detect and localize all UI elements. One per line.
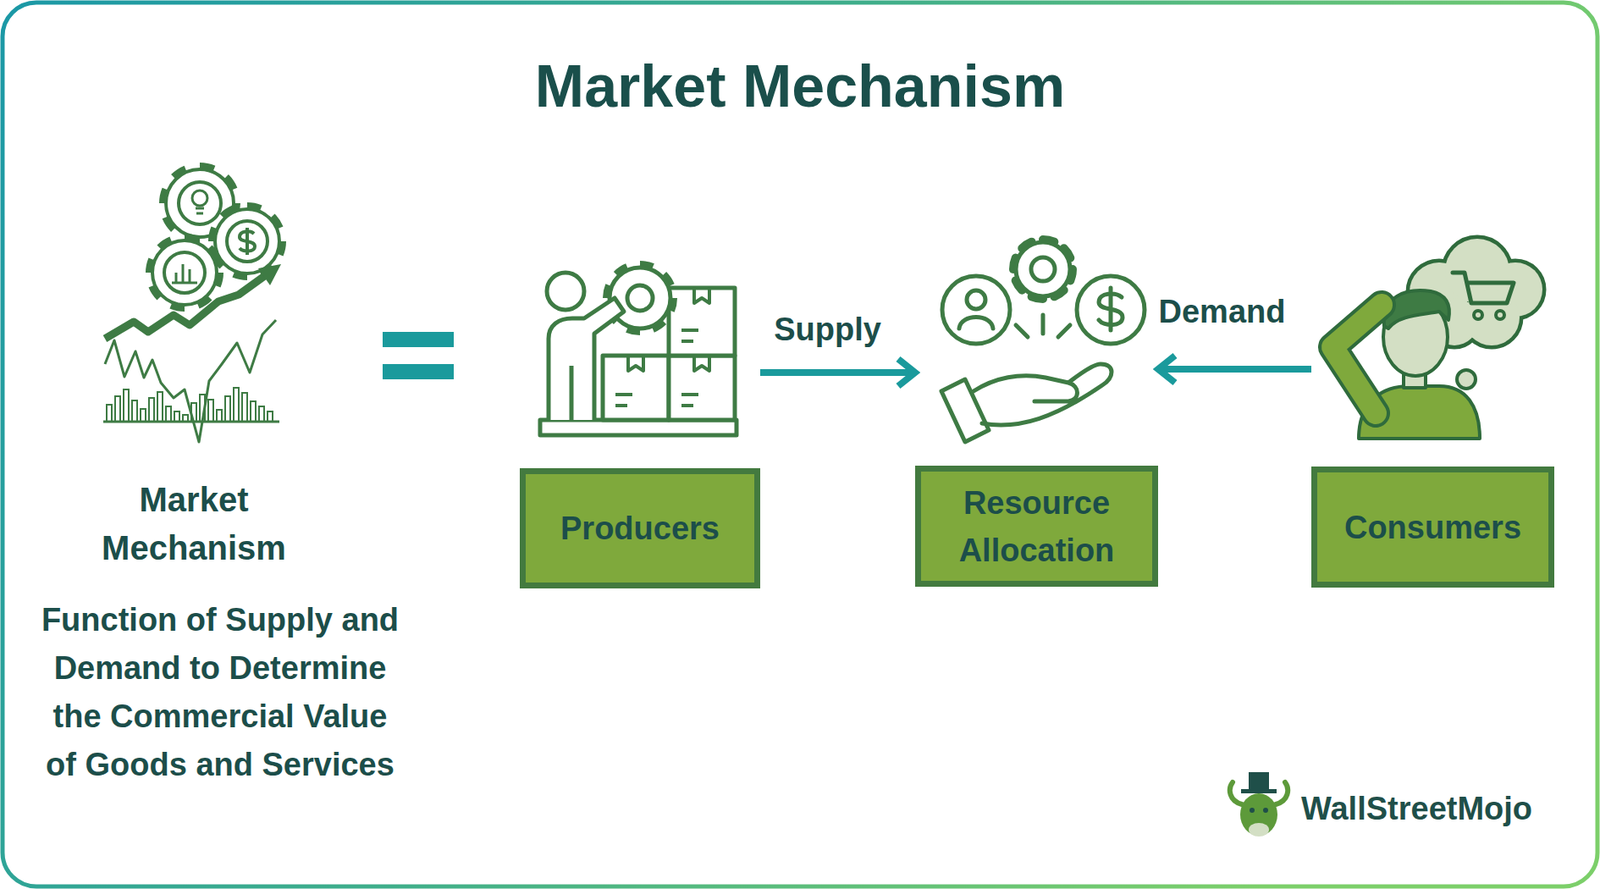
- hat-crown: [1248, 772, 1269, 790]
- node-group: Consumers: [1311, 245, 1555, 588]
- producer-icon: [540, 264, 737, 436]
- person-arm-outline: [1332, 304, 1382, 414]
- person-body: [548, 297, 624, 420]
- bull-eye: [1249, 807, 1255, 813]
- bull-snout: [1248, 822, 1269, 837]
- bull-eye: [1263, 807, 1269, 813]
- open-hand: [973, 364, 1112, 425]
- cart-symbol: [1452, 272, 1514, 304]
- pallet: [540, 419, 737, 436]
- gear-hub: [178, 182, 221, 225]
- node-group: Resource Allocation: [915, 228, 1159, 587]
- price-line: [104, 320, 276, 442]
- flow-arrow: [1158, 365, 1312, 373]
- person-shoulders: [959, 317, 994, 330]
- diagram-title: Market Mechanism: [0, 52, 1600, 121]
- equals-bar: [382, 331, 454, 348]
- consumer-icon: [1332, 238, 1543, 439]
- box-label: Resource Allocation: [921, 479, 1153, 574]
- logo-icon: [1230, 772, 1288, 837]
- allocation-rays: [1015, 314, 1071, 337]
- dollar-symbol: [1098, 287, 1123, 331]
- process-box: Resource Allocation: [915, 465, 1159, 587]
- gear-hub: [164, 252, 205, 293]
- person-head: [546, 272, 585, 310]
- bull-head: [1240, 793, 1278, 836]
- flow-label: Demand: [1158, 292, 1286, 332]
- cart-wheel: [1473, 310, 1483, 320]
- market-icon: [103, 166, 282, 442]
- gear-teeth: [212, 206, 282, 276]
- equals-bar: [382, 364, 454, 380]
- bulb-symbol: [192, 190, 208, 206]
- thought-bubble: [1456, 369, 1476, 389]
- flow-arrow: [760, 369, 916, 376]
- node-group: Producers: [519, 253, 761, 589]
- process-box: Consumers: [1311, 466, 1555, 588]
- box-label: Consumers: [1335, 503, 1530, 552]
- bar-symbol: [171, 264, 198, 283]
- person-head: [966, 290, 986, 309]
- dollar-symbol: [239, 227, 255, 255]
- gear-hub: [627, 285, 653, 311]
- person-badge: [942, 275, 1010, 344]
- gear-body: [609, 267, 671, 329]
- bulb-base: [195, 208, 205, 214]
- trend-arrow: [104, 272, 270, 339]
- box-label: Producers: [551, 504, 729, 552]
- side-caption: Market Mechanism: [83, 475, 304, 573]
- gear-teeth: [149, 237, 220, 308]
- person-leg: [569, 365, 574, 420]
- gear-body: [1015, 242, 1071, 297]
- flow-label: Supply: [773, 309, 882, 349]
- cart-wheel: [1495, 310, 1505, 320]
- histogram-bars: [106, 387, 273, 422]
- gear-body: [215, 209, 280, 274]
- money-badge: [1076, 275, 1145, 344]
- trend-arrowhead: [258, 264, 282, 286]
- process-box: Producers: [519, 468, 761, 589]
- person-arm: [1332, 304, 1382, 414]
- gear-teeth: [1013, 239, 1073, 299]
- gear-hub: [1031, 257, 1055, 282]
- watermark-text: WallStreetMojo: [1301, 788, 1581, 828]
- allocation-icon: [941, 239, 1145, 442]
- gear-hub: [226, 220, 268, 262]
- gear-body: [152, 240, 217, 305]
- side-caption: Function of Supply and Demand to Determi…: [37, 595, 403, 789]
